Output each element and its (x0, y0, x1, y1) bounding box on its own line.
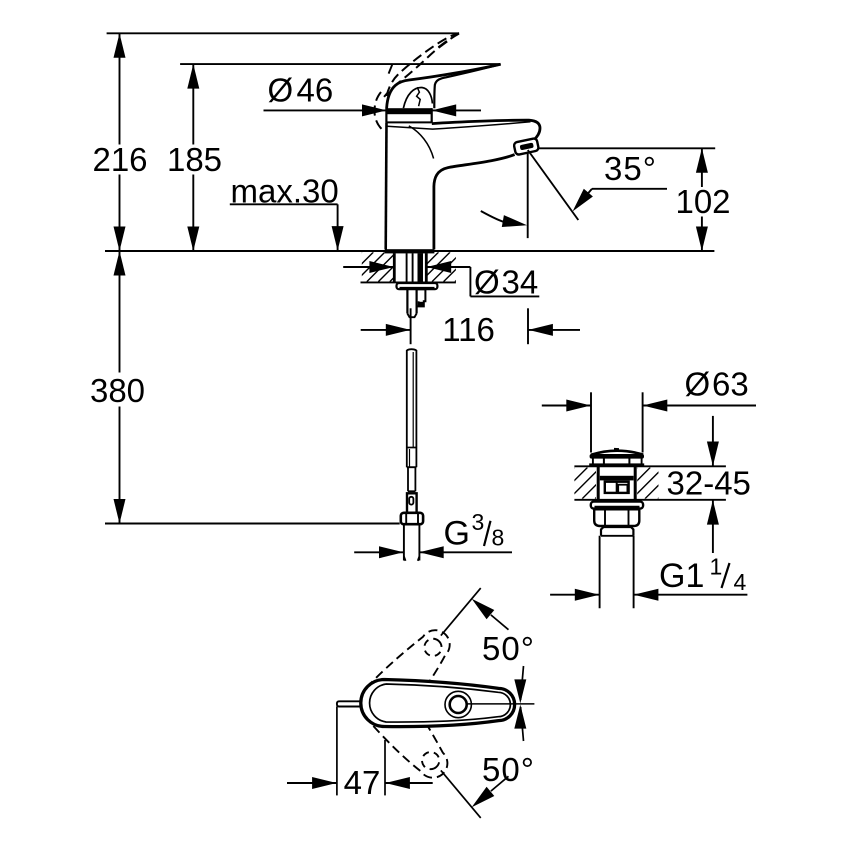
svg-text:35°: 35° (604, 150, 657, 187)
svg-text:47: 47 (344, 764, 381, 801)
svg-text:Ø: Ø (268, 71, 294, 108)
svg-text:32-45: 32-45 (667, 464, 751, 501)
svg-text:185: 185 (167, 141, 222, 178)
svg-text:G: G (444, 514, 470, 552)
svg-text:216: 216 (92, 141, 147, 178)
svg-text:380: 380 (90, 372, 145, 409)
svg-text:3: 3 (472, 509, 485, 535)
svg-text:116: 116 (442, 311, 495, 348)
svg-text:63: 63 (712, 366, 749, 403)
svg-text:46: 46 (297, 71, 334, 108)
svg-text:102: 102 (675, 183, 730, 220)
svg-text:G1: G1 (659, 557, 704, 595)
svg-text:50°: 50° (482, 630, 535, 667)
svg-text:1: 1 (710, 553, 723, 579)
svg-text:Ø: Ø (685, 366, 711, 403)
svg-text:max.30: max.30 (231, 172, 339, 209)
svg-text:50°: 50° (482, 751, 535, 788)
svg-text:4: 4 (734, 569, 747, 595)
svg-text:34: 34 (502, 263, 539, 300)
svg-text:8: 8 (492, 525, 505, 551)
svg-text:Ø: Ø (474, 263, 500, 300)
